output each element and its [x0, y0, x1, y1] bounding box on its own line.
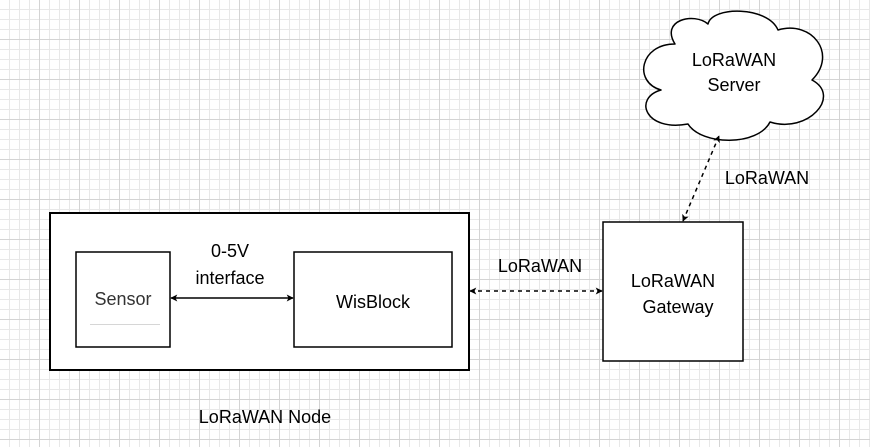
server-label-line1: LoRaWAN — [691, 50, 777, 70]
interface-label-line2: interface — [195, 268, 265, 288]
gateway-label-line1: LoRaWAN — [630, 271, 716, 291]
server-label-line2: Server — [707, 75, 761, 95]
sensor-box[interactable] — [75, 251, 171, 348]
sensor-underline — [90, 324, 160, 325]
interface-label-line1: 0-5V — [210, 241, 250, 261]
gateway-server-link-label: LoRaWAN — [724, 168, 810, 188]
gateway-box[interactable] — [602, 221, 744, 362]
gateway-label-line2: Gateway — [642, 297, 714, 317]
node-caption: LoRaWAN Node — [198, 407, 332, 427]
node-gateway-link-label: LoRaWAN — [497, 256, 583, 276]
server-cloud[interactable] — [643, 10, 825, 141]
wisblock-label: WisBlock — [335, 292, 410, 312]
wisblock-box[interactable] — [293, 251, 453, 348]
sensor-label: Sensor — [94, 289, 152, 309]
